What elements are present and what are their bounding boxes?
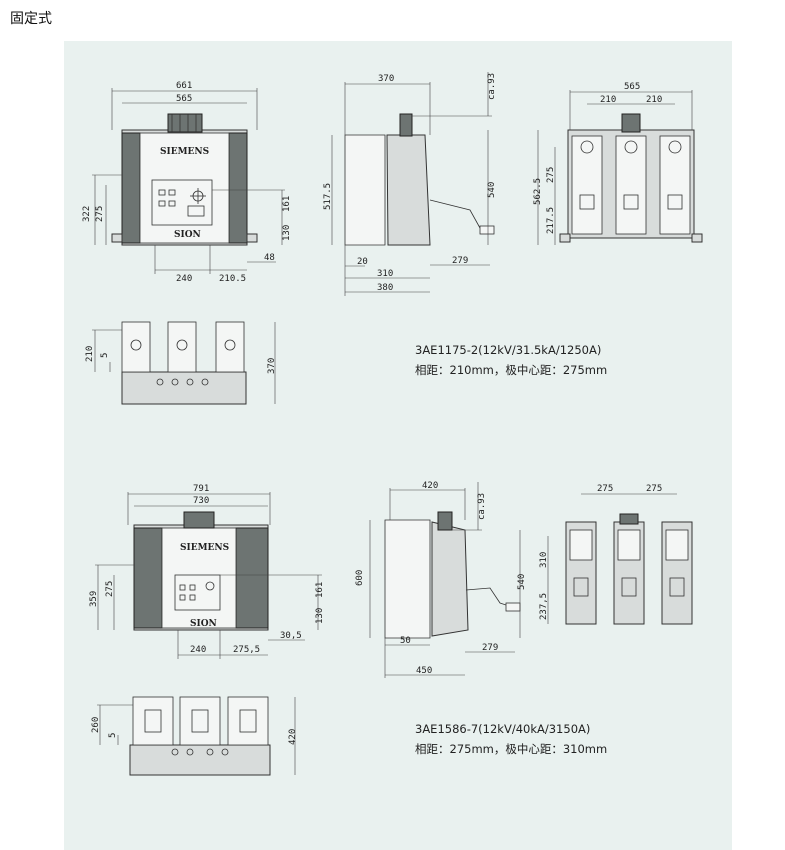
model-b-top-dim-420: 420	[288, 729, 298, 745]
model-b-front-dim-2755: 275,5	[233, 645, 260, 655]
model-b-front-dim-240: 240	[190, 645, 206, 655]
model-a-side-dim-540: 540	[487, 182, 497, 198]
model-a-rear-dim-210-right: 210	[646, 95, 662, 105]
model-a-front-dim-240: 240	[176, 274, 192, 284]
model-b-side-dim-540: 540	[517, 574, 527, 590]
model-b-front-dim-305: 30,5	[280, 631, 302, 641]
model-a-front-dim-275: 275	[95, 206, 105, 222]
model-a-front-dim-161: 161	[282, 196, 292, 212]
model-a-front-dim-48: 48	[264, 253, 275, 263]
model-a-front-dim-322: 322	[82, 206, 92, 222]
model-b-front-sion-logo: SION	[190, 619, 217, 629]
model-b-caption: 3AE1586-7(12kV/40kA/3150A) 相距：275mm，极中心距…	[415, 719, 607, 759]
model-a-front-dim-661: 661	[176, 81, 192, 91]
model-a-front-sion-logo: SION	[174, 230, 201, 240]
model-a-side-dim-20: 20	[357, 257, 368, 267]
model-a-rear-dim-2175: 217.5	[546, 207, 556, 234]
model-a-side-dim-370: 370	[378, 74, 394, 84]
model-b-front-dim-730: 730	[193, 496, 209, 506]
model-a-side-dim-ca93: ca.93	[487, 73, 497, 100]
model-a-side-dim-279: 279	[452, 256, 468, 266]
model-a-front-view: SIEMENS SION 661 565 322 275 161 130 48 …	[82, 81, 292, 284]
page-title: 固定式	[10, 11, 52, 27]
model-a-rear-dim-5625: 562.5	[533, 178, 543, 205]
model-b-rear-view: 275 275 310 237,5	[539, 484, 693, 625]
model-b-front-dim-130: 130	[315, 608, 325, 624]
model-a-side-view: 370 ca.93 517.5 540 20 310 279 380	[323, 72, 497, 296]
model-a-rear-dim-210-left: 210	[600, 95, 616, 105]
model-b-front-brand: SIEMENS	[180, 543, 229, 553]
model-a-top-dim-210: 210	[85, 346, 95, 362]
model-a-front-dim-130: 130	[282, 225, 292, 241]
model-b-caption-spacing: 相距：275mm，极中心距：310mm	[415, 742, 608, 756]
model-b-side-dim-ca93: ca.93	[477, 493, 487, 520]
model-b-rear-dim-275-right: 275	[646, 484, 662, 494]
model-b-front-view: SIEMENS SION 791 730 359 275 161 130 30,…	[89, 484, 325, 659]
model-a-top-dim-370: 370	[267, 358, 277, 374]
model-a-caption: 3AE1175-2(12kV/31.5kA/1250A) 相距：210mm，极中…	[415, 340, 607, 380]
model-b-rear-dim-275-left: 275	[597, 484, 613, 494]
model-a-rear-view: 565 210 210 562.5 275 217.5	[533, 82, 703, 245]
model-b-front-dim-359: 359	[89, 591, 99, 607]
model-b-front-dim-161: 161	[315, 582, 325, 598]
model-b-rear-dim-310: 310	[539, 552, 549, 568]
model-a-caption-model: 3AE1175-2(12kV/31.5kA/1250A)	[415, 343, 602, 357]
model-b-top-view: 260 5 420	[91, 696, 298, 776]
model-a-top-view: 210 5 370	[85, 321, 277, 405]
model-a-caption-spacing: 相距：210mm，极中心距：275mm	[415, 363, 608, 377]
model-b-caption-model: 3AE1586-7(12kV/40kA/3150A)	[415, 722, 591, 736]
model-b-side-dim-50: 50	[400, 636, 411, 646]
model-a-rear-dim-565: 565	[624, 82, 640, 92]
model-a-side-dim-310: 310	[377, 269, 393, 279]
model-b-side-dim-420: 420	[422, 481, 438, 491]
model-b-side-dim-600: 600	[355, 570, 365, 586]
model-a-rear-dim-275: 275	[546, 167, 556, 183]
model-b-side-dim-279: 279	[482, 643, 498, 653]
model-b-front-dim-275: 275	[105, 581, 115, 597]
model-b-front-dim-791: 791	[193, 484, 209, 494]
model-a-side-dim-380: 380	[377, 283, 393, 293]
model-a-front-dim-2105: 210.5	[219, 274, 246, 284]
model-b-side-view: 420 ca.93 600 540 50 279 450	[355, 481, 527, 678]
model-a-top-dim-5: 5	[100, 353, 110, 358]
model-b-rear-dim-2375: 237,5	[539, 593, 549, 620]
model-a-front-dim-565: 565	[176, 94, 192, 104]
model-a-side-dim-5175: 517.5	[323, 183, 333, 210]
model-b-side-dim-450: 450	[416, 666, 432, 676]
model-b-top-dim-5: 5	[108, 733, 118, 738]
model-a-front-brand: SIEMENS	[160, 147, 209, 157]
model-b-top-dim-260: 260	[91, 717, 101, 733]
